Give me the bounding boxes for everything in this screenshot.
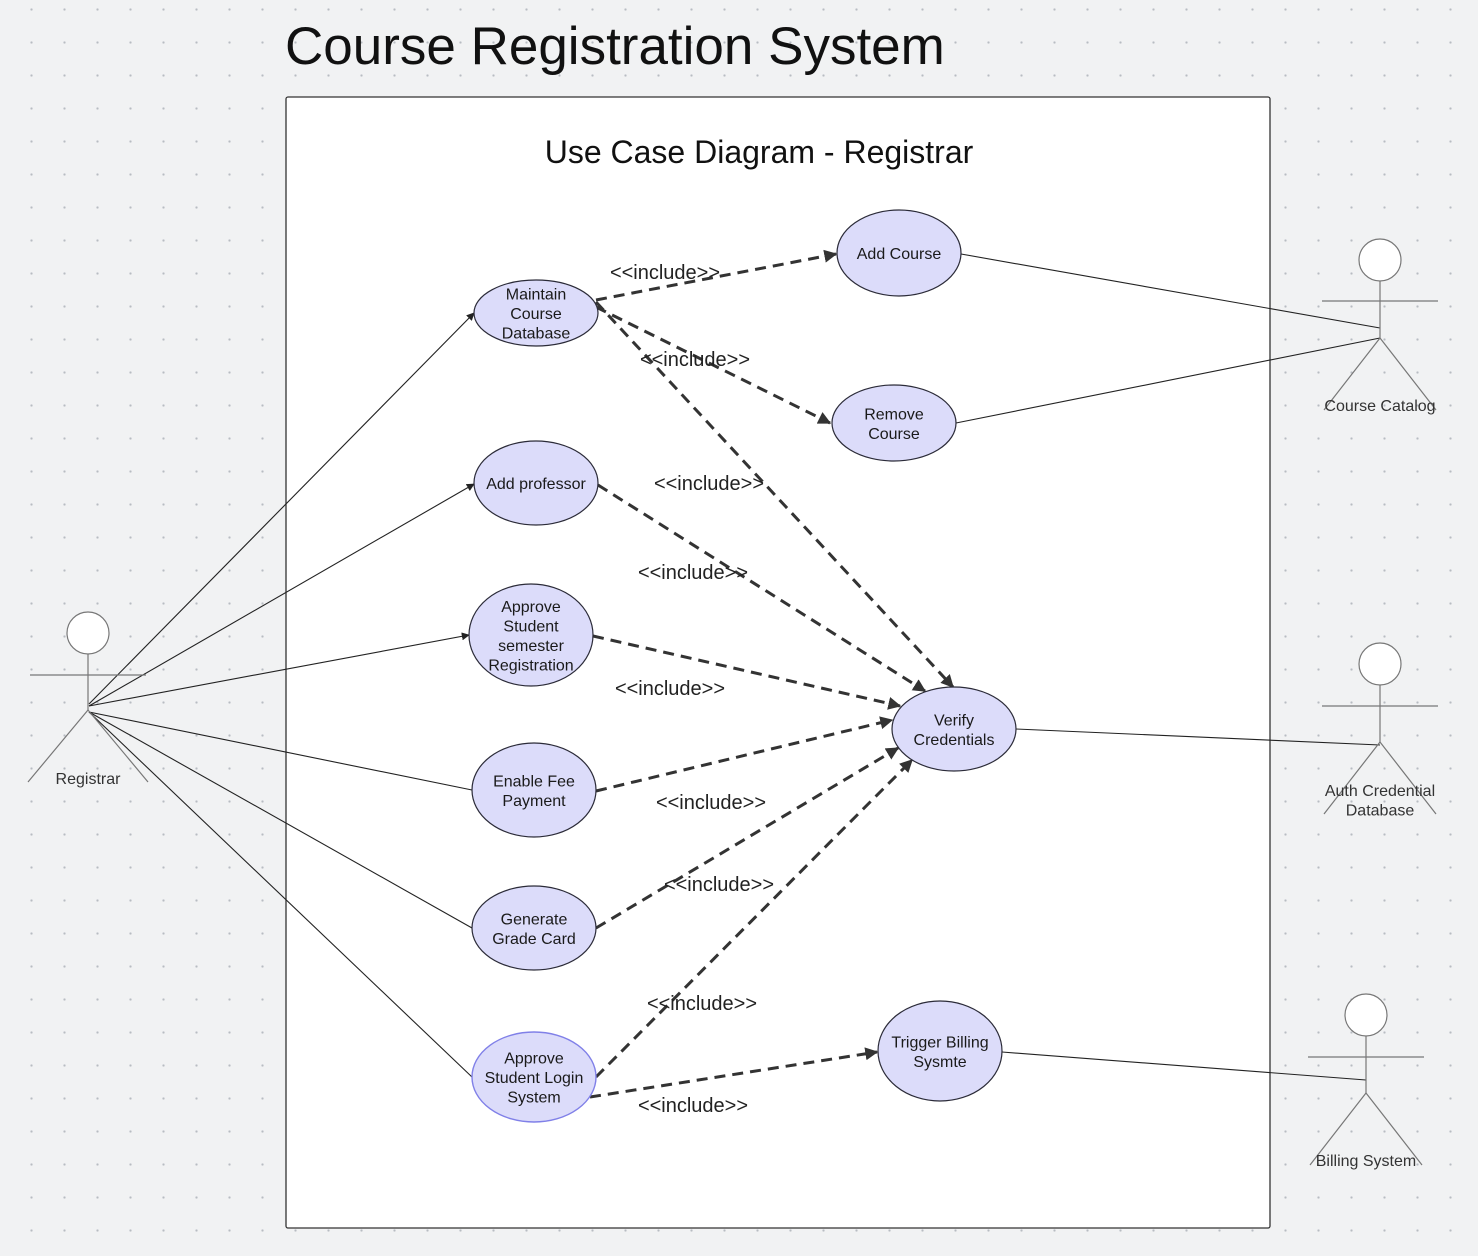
actor-left-leg <box>1309 1092 1367 1166</box>
use-case-label: Add professor <box>486 476 586 493</box>
include-arrow-maintain-course-database-to-verify-credentials[interactable] <box>594 300 955 689</box>
include-label: <<include>> <box>654 473 764 495</box>
use-case-ellipse[interactable] <box>471 1031 597 1123</box>
include-label: <<include>> <box>656 792 766 814</box>
include-arrow-generate-grade-card-to-verify-credentials[interactable] <box>595 746 900 930</box>
use-case-label: Add Course <box>857 246 942 263</box>
actor-head-icon <box>1344 993 1388 1037</box>
use-case-add-professor[interactable]: Add professor <box>473 440 599 526</box>
association-registrar-to-generate-grade-card[interactable] <box>88 711 473 929</box>
include-arrow-approve-student-login-system-to-trigger-billing-sysmte[interactable] <box>589 1047 879 1099</box>
association-verify-credentials-to-auth-credential-database[interactable] <box>1015 728 1381 746</box>
system-boundary-label: Use Case Diagram - Registrar <box>545 134 974 170</box>
use-case-ellipse[interactable] <box>471 885 597 971</box>
association-registrar-to-approve-student-login-system[interactable] <box>88 711 473 1078</box>
page-title: Course Registration System <box>285 17 945 76</box>
use-case-ellipse[interactable] <box>473 279 599 347</box>
association-trigger-billing-sysmte-to-billing-system[interactable] <box>1001 1051 1367 1081</box>
include-arrow-enable-fee-payment-to-verify-credentials[interactable] <box>595 716 894 793</box>
association-registrar-to-maintain-course-database[interactable] <box>88 312 475 705</box>
actor-left-leg <box>1323 337 1381 411</box>
use-case-ellipse[interactable] <box>473 440 599 526</box>
use-case-ellipse[interactable] <box>891 686 1017 772</box>
include-label: <<include>> <box>638 562 748 584</box>
association-remove-course-to-course-catalog[interactable] <box>955 337 1381 424</box>
association-registrar-to-approve-student-semester-registration[interactable] <box>88 632 470 707</box>
use-case-ellipse[interactable] <box>836 209 962 297</box>
use-case-ellipse[interactable] <box>831 384 957 462</box>
include-label: <<include>> <box>664 874 774 896</box>
include-arrow-maintain-course-database-to-add-course[interactable] <box>595 249 838 302</box>
use-case-add-course[interactable]: Add Course <box>836 209 962 297</box>
actor-billing-system[interactable]: Billing System <box>1308 993 1424 1170</box>
actor-right-leg <box>1365 1092 1423 1166</box>
include-arrow-maintain-course-database-to-remove-course[interactable] <box>595 305 832 425</box>
connectors-layer <box>88 249 1381 1099</box>
association-registrar-to-enable-fee-payment[interactable] <box>88 711 473 791</box>
association-add-course-to-course-catalog[interactable] <box>960 253 1381 329</box>
actor-label: Billing System <box>1316 1153 1416 1170</box>
system-boundary <box>285 96 1271 1229</box>
actor-label: Registrar <box>56 771 122 788</box>
actor-right-leg <box>1379 741 1437 815</box>
actor-right-leg <box>1379 337 1437 411</box>
actor-left-leg <box>27 709 89 783</box>
include-arrow-add-professor-to-verify-credentials[interactable] <box>597 483 927 693</box>
actor-course-catalog[interactable]: Course Catalog <box>1322 238 1438 415</box>
include-label: <<include>> <box>610 262 720 284</box>
actor-label: Course Catalog <box>1324 398 1435 415</box>
actor-head-icon <box>1358 642 1402 686</box>
actor-head-icon <box>66 611 110 655</box>
include-label: <<include>> <box>638 1095 748 1117</box>
actor-head-icon <box>1358 238 1402 282</box>
use-case-ellipse[interactable] <box>468 583 594 687</box>
include-label: <<include>> <box>615 678 725 700</box>
include-arrow-approve-student-login-system-to-verify-credentials[interactable] <box>594 758 914 1079</box>
include-label: <<include>> <box>647 993 757 1015</box>
use-case-ellipse[interactable] <box>471 742 597 838</box>
actor-right-leg <box>87 709 149 783</box>
actor-left-leg <box>1323 741 1381 815</box>
include-labels-layer: <<include>> <<include>> <<include>> <<inclu… <box>610 262 774 1117</box>
use-case-ellipse[interactable] <box>877 1000 1003 1102</box>
association-registrar-to-add-professor[interactable] <box>88 483 475 707</box>
include-arrow-approve-student-semester-registration-to-verify-credentials[interactable] <box>592 634 902 710</box>
actor-registrar[interactable]: Registrar <box>27 611 149 788</box>
include-label: <<include>> <box>640 349 750 371</box>
